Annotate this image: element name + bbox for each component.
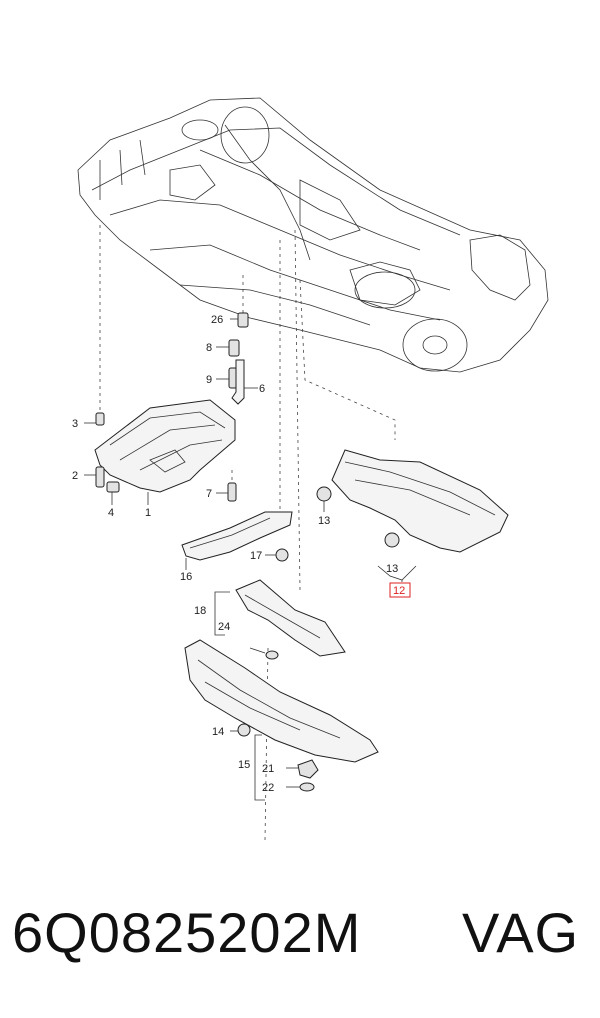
part-1-undertray [94, 399, 236, 493]
callout-18: 18 [194, 605, 206, 617]
callout-1: 1 [145, 507, 151, 519]
car-underbody [77, 97, 549, 373]
callout-labels: 26 8 9 6 3 2 4 1 7 13 17 16 13 12 18 24 … [72, 314, 411, 794]
callout-6: 6 [259, 383, 265, 395]
part-15-heat-shield [184, 639, 379, 801]
callout-21: 21 [262, 763, 274, 775]
callout-13a: 13 [318, 515, 330, 527]
callout-15: 15 [238, 759, 250, 771]
callout-13b: 13 [386, 563, 398, 575]
fasteners-left [84, 412, 149, 505]
fasteners-center [216, 312, 258, 502]
part-number: 6Q0825202M [12, 901, 362, 964]
callout-9: 9 [206, 374, 212, 386]
callout-16: 16 [180, 571, 192, 583]
callout-3: 3 [72, 418, 78, 430]
callout-4: 4 [108, 507, 114, 519]
callout-17: 17 [250, 550, 262, 562]
callout-22: 22 [262, 782, 274, 794]
callout-12-box [389, 582, 411, 598]
callout-14: 14 [212, 726, 224, 738]
callout-7: 7 [206, 488, 212, 500]
leader-lines [99, 225, 396, 841]
brand-label: VAG [462, 901, 580, 964]
callout-12: 12 [393, 585, 405, 597]
callout-24: 24 [218, 621, 230, 633]
part-16-bracket [181, 511, 293, 570]
exploded-parts-diagram: 26 8 9 6 3 2 4 1 7 13 17 16 13 12 18 24 … [72, 97, 549, 841]
callout-26: 26 [211, 314, 223, 326]
callout-8: 8 [206, 342, 212, 354]
callout-2: 2 [72, 470, 78, 482]
part-12-heat-shield [316, 449, 509, 582]
part-18-heat-shield [214, 579, 346, 660]
